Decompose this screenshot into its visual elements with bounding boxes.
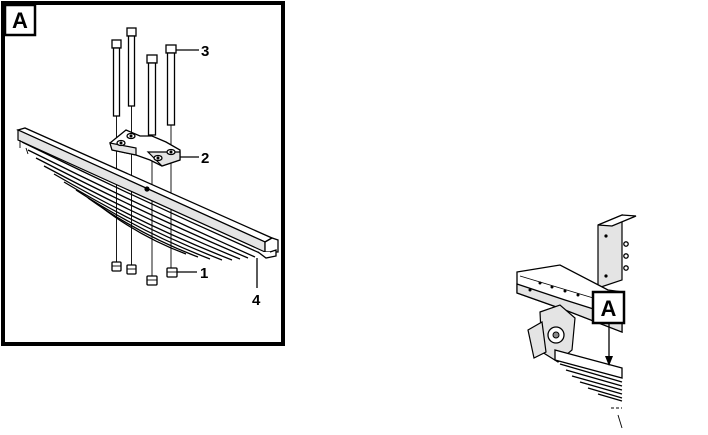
location-label: A xyxy=(601,296,617,321)
detail-label-box xyxy=(3,3,37,37)
nuts xyxy=(111,261,178,286)
callout-2: 2 xyxy=(201,150,209,167)
callout-1: 1 xyxy=(200,265,208,282)
center-bolt xyxy=(144,186,150,192)
location-view: A xyxy=(516,214,637,429)
detail-view-a: A xyxy=(1,1,285,346)
callout-3: 3 xyxy=(201,43,209,60)
detail-label: A xyxy=(12,8,28,33)
location-label-box xyxy=(591,290,626,325)
location-leaf-spring xyxy=(554,349,623,402)
callout-4: 4 xyxy=(252,292,261,309)
clamp-plate xyxy=(109,129,181,167)
leaf-spring xyxy=(16,127,279,261)
detail-frame xyxy=(1,1,285,346)
